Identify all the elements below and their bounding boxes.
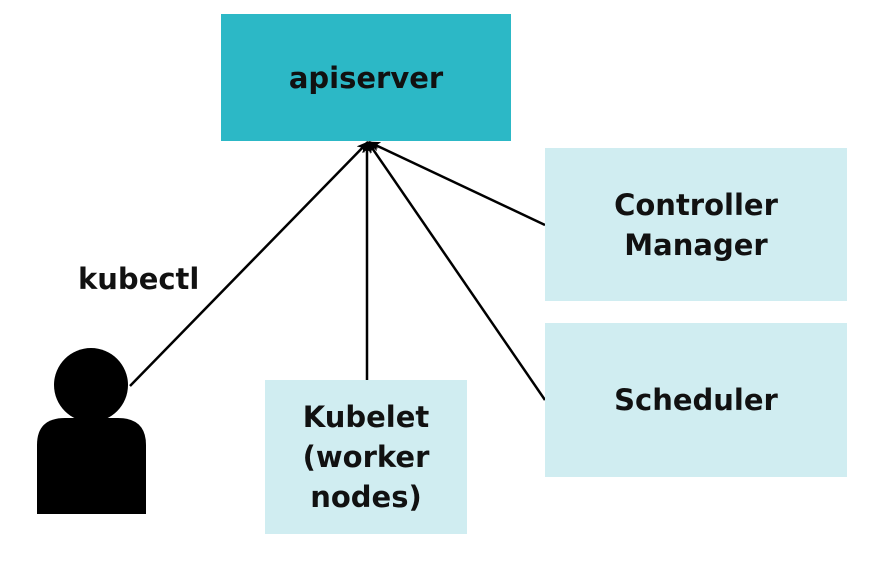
kubelet-node[interactable]: Kubelet (worker nodes) <box>265 380 467 534</box>
arrow-kubectl-to-apiserver <box>129 141 369 387</box>
kubectl-label: kubectl <box>78 262 200 296</box>
arrow-scheduler-to-apiserver <box>366 141 547 401</box>
controller-manager-node[interactable]: Controller Manager <box>545 148 847 301</box>
scheduler-node[interactable]: Scheduler <box>545 323 847 477</box>
apiserver-node[interactable]: apiserver <box>221 14 511 141</box>
arrow-controller-to-apiserver <box>368 140 546 227</box>
user-icon <box>37 348 146 514</box>
